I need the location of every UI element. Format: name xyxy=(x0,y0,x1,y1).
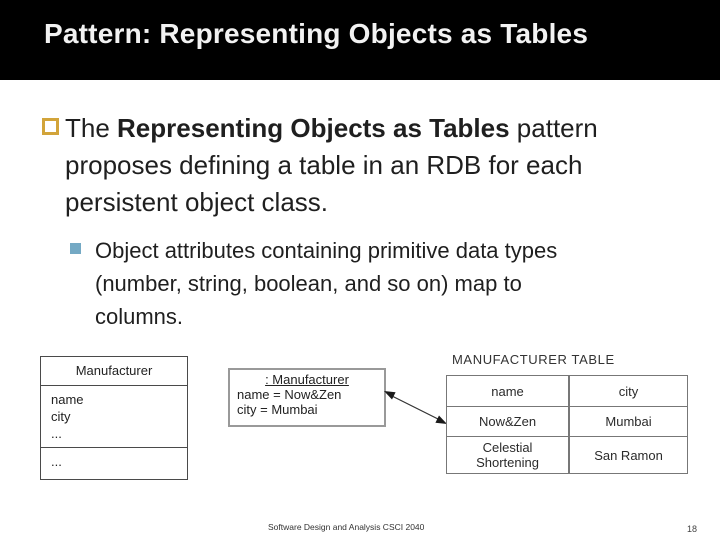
text-segment: pattern xyxy=(509,113,598,143)
uml-attribute: city xyxy=(51,409,71,424)
uml-attribute: name xyxy=(51,392,84,407)
text-segment: The xyxy=(65,113,118,143)
uml-class-box: Manufacturer name city ... ... xyxy=(40,356,188,480)
db-column-header: name xyxy=(446,375,570,407)
db-column-header: city xyxy=(568,375,689,407)
uml-object-field: name = Now&Zen xyxy=(237,387,342,402)
uml-class-title: Manufacturer xyxy=(41,357,187,386)
text-line: The Representing Objects as Tables patte… xyxy=(65,110,598,147)
text-line: proposes defining a table in an RDB for … xyxy=(65,150,583,180)
uml-object-field: city = Mumbai xyxy=(237,402,318,417)
uml-object-title: : Manufacturer xyxy=(265,372,349,387)
bullet-1-text: The Representing Objects as Tables patte… xyxy=(65,110,598,221)
text-line: (number, string, boolean, and so on) map… xyxy=(95,271,522,296)
text-line: columns. xyxy=(95,304,184,329)
square-outline-bullet-icon xyxy=(42,118,59,135)
uml-attribute: ... xyxy=(51,426,62,441)
square-filled-bullet-icon xyxy=(70,243,81,254)
uml-class-attributes: name city ... xyxy=(41,386,187,448)
db-table-label: MANUFACTURER TABLE xyxy=(452,352,615,367)
uml-object-box: : Manufacturer name = Now&Zen city = Mum… xyxy=(228,368,386,427)
footer-course-text: Software Design and Analysis CSCI 2040 xyxy=(268,522,425,532)
text-line: persistent object class. xyxy=(65,187,329,217)
db-table-header-row: name city xyxy=(446,375,689,407)
title-bar: Pattern: Representing Objects as Tables xyxy=(0,0,720,80)
table-cell: Now&Zen xyxy=(446,406,570,437)
bullet-item-2: Object attributes containing primitive d… xyxy=(70,234,670,333)
table-row: Celestial Shortening San Ramon xyxy=(446,436,689,474)
uml-class-operations: ... xyxy=(41,448,187,469)
page-number: 18 xyxy=(687,524,698,534)
slide-title: Pattern: Representing Objects as Tables xyxy=(44,18,589,49)
mapping-double-arrow-icon xyxy=(384,391,447,424)
table-cell: Mumbai xyxy=(568,406,689,437)
table-row: Now&Zen Mumbai xyxy=(446,406,689,437)
bullet-item-1: The Representing Objects as Tables patte… xyxy=(42,110,672,221)
db-table: name city Now&Zen Mumbai Celestial Short… xyxy=(446,375,689,474)
text-line: Object attributes containing primitive d… xyxy=(95,238,558,263)
table-cell: Celestial Shortening xyxy=(446,436,570,474)
table-cell: San Ramon xyxy=(568,436,689,474)
bullet-2-text: Object attributes containing primitive d… xyxy=(95,234,557,333)
text-segment-bold: Representing Objects as Tables xyxy=(117,113,510,143)
uml-operation: ... xyxy=(51,454,62,469)
